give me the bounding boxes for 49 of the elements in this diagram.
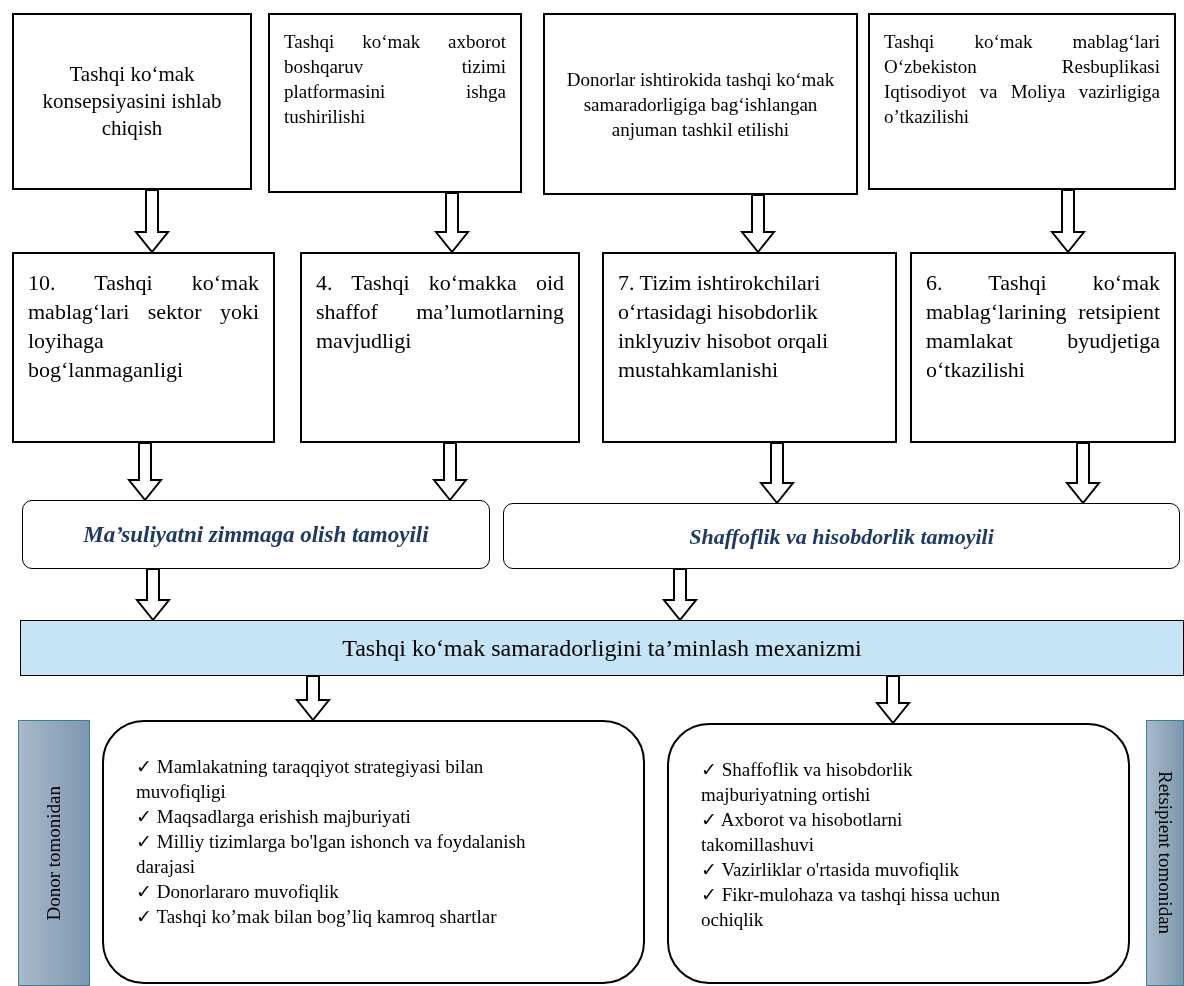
process-box [12, 252, 275, 443]
block-arrow [433, 192, 471, 254]
process-box [300, 252, 580, 443]
block-arrow [661, 568, 699, 622]
checklist-item: ✓ Axborot va hisobotlarni takomillashuvi [701, 808, 904, 857]
process-box [12, 13, 252, 190]
checklist-item: ✓ Mamlakatning taraqqiyot strategiyasi bilan muvofiqligi [136, 755, 485, 804]
process-box [268, 13, 522, 193]
block-arrow [431, 442, 469, 502]
process-box [868, 13, 1176, 190]
box-text: Donorlar ishtirokida tashqi ko‘mak samaradorligiga bag‘ishlangan anjuman tashkil etilishi [565, 67, 836, 142]
block-arrow [133, 189, 171, 254]
checklist-item: ✓ Maqsadlarga erishish majburiyati [136, 805, 412, 829]
box-text: 10. Tashqi ko‘mak mablag‘lari sektor yoki loyihaga bog‘lanmaganligi [28, 269, 259, 384]
block-arrow [134, 568, 172, 622]
block-arrow [126, 442, 164, 502]
block-arrow [874, 675, 912, 725]
box-text: Tashqi ko‘mak konsepsiyasini ishlab chiqish [41, 61, 223, 142]
principle-box [22, 500, 490, 569]
block-arrow [1064, 442, 1102, 505]
block-arrow [758, 442, 796, 505]
block-arrow [294, 675, 332, 722]
process-box [602, 252, 897, 443]
process-box [543, 13, 858, 195]
box-text: 7. Tizim ishtirokchilari o‘rtasidagi hisobdorlik inklyuziv hisobot orqali mustahkamlanishi [618, 269, 830, 384]
side-label: Donor tomonidan [43, 785, 65, 921]
checklist-item: ✓ Fikr-mulohaza va tashqi hissa uchun ochiqlik [701, 883, 1001, 932]
mechanism-banner [20, 620, 1184, 676]
side-label: Retsipient tomonidan [1154, 771, 1176, 935]
box-text: 6. Tashqi ko‘mak mablag‘larining retsipient mamlakat byudjetiga o‘tkazilishi [926, 269, 1160, 384]
outcome-box [667, 723, 1130, 984]
checklist-item: ✓ Shaffoflik va hisobdorlik majburiyatning ortishi [701, 758, 914, 807]
principle-text: Shaffoflik va hisobdorlik tamoyili [689, 522, 994, 551]
block-arrow [739, 194, 777, 254]
checklist-item: ✓ Milliy tizimlarga bo'lgan ishonch va foydalanish darajasi [136, 830, 527, 879]
side-label-bar [1146, 720, 1184, 986]
box-text: Tashqi ko‘mak axborot boshqaruv tizimi platformasini ishga tushirilishi [284, 30, 506, 129]
outcome-box [102, 720, 645, 984]
checklist-item: ✓ Vazirliklar o'rtasida muvofiqlik [701, 858, 961, 882]
checklist-item: ✓ Donorlararo muvofiqlik [136, 880, 340, 904]
principle-box [503, 503, 1180, 569]
block-arrow [1049, 189, 1087, 254]
box-text: 4. Tashqi ko‘makka oid shaffof ma’lumotlarning mavjudligi [316, 269, 564, 355]
side-label-bar [18, 720, 90, 986]
checklist-item: ✓ Tashqi ko’mak bilan bog’liq kamroq shartlar [136, 905, 498, 929]
banner-text: Tashqi ko‘mak samaradorligini ta’minlash mexanizmi [342, 633, 862, 663]
principle-text: Ma’suliyatni zimmaga olish tamoyili [83, 520, 429, 549]
process-box [910, 252, 1176, 443]
box-text: Tashqi ko‘mak mablag‘lari O‘zbekiston Resbuplikasi Iqtisodiyot va Moliya vazirligiga o’tkazilishi [884, 30, 1160, 129]
